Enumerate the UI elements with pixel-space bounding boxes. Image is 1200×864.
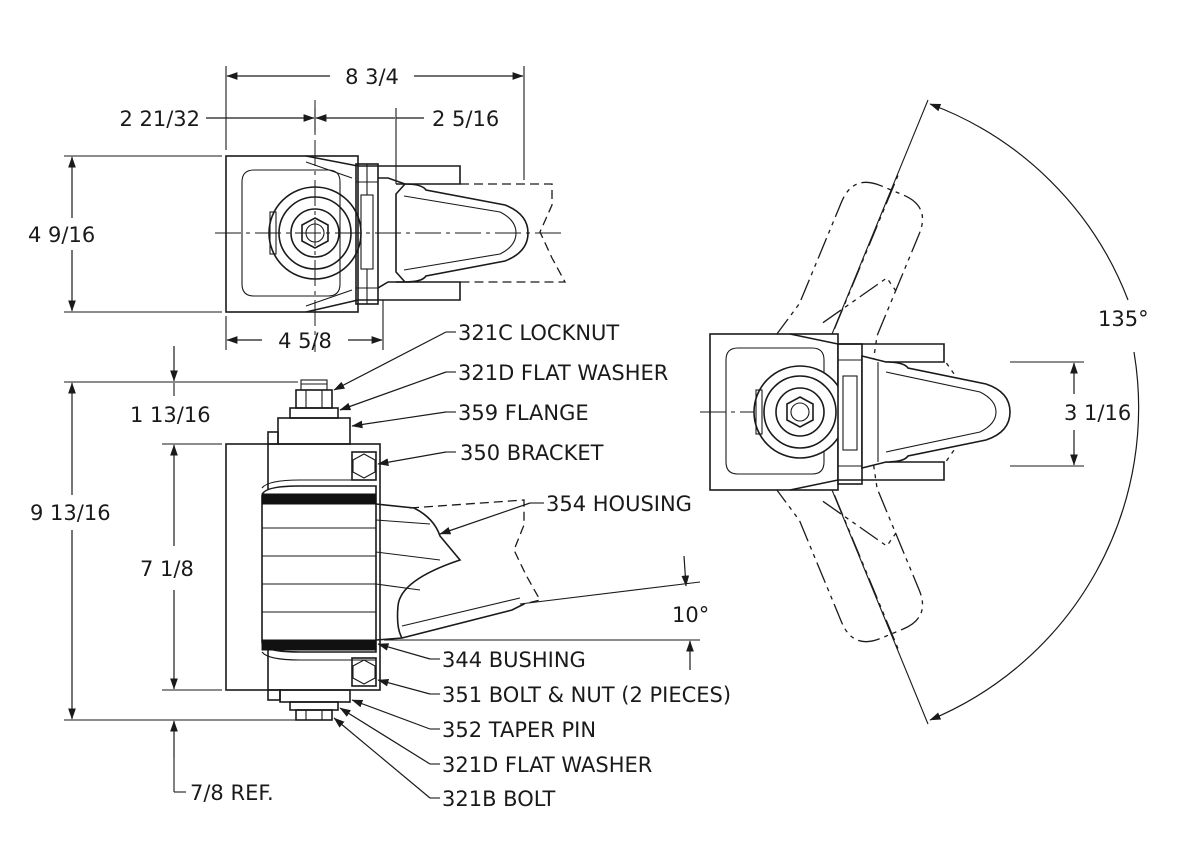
- callout-bolt: 321B BOLT: [442, 787, 556, 811]
- bracket-height-label: 7 1/8: [140, 557, 194, 581]
- callout-housing: 354 HOUSING: [546, 492, 692, 516]
- total-height-label: 9 13/16: [30, 501, 111, 525]
- top-view-dimensions: 8 3/4 2 21/32 2 5/16 4 9/16 4 5/8: [28, 65, 525, 353]
- flange-height-label: 1 13/16: [130, 403, 211, 427]
- callout-bolt-nut: 351 BOLT & NUT (2 PIECES): [442, 683, 731, 707]
- callout-bracket: 350 BRACKET: [460, 441, 604, 465]
- left-offset-label: 2 21/32: [119, 107, 200, 131]
- swing-view-dimensions: 3 1/16: [1010, 361, 1131, 467]
- part-callouts: 321C LOCKNUT 321D FLAT WASHER 359 FLANGE…: [333, 321, 731, 811]
- callout-bushing: 344 BUSHING: [442, 648, 586, 672]
- callout-locknut: 321C LOCKNUT: [458, 321, 619, 345]
- top-height-label: 4 9/16: [28, 223, 95, 247]
- callout-taper-pin: 352 TAPER PIN: [442, 718, 596, 742]
- top-view: [215, 100, 567, 352]
- callout-flange: 359 FLANGE: [458, 401, 589, 425]
- swing-angle-label: 135°: [1098, 307, 1149, 331]
- right-offset-label: 2 5/16: [432, 107, 499, 131]
- overall-width-label: 8 3/4: [345, 65, 399, 89]
- swing-view: 135°: [700, 99, 1149, 725]
- side-view: [225, 379, 701, 721]
- bottom-ref-label: 7/8 REF.: [190, 781, 274, 805]
- base-width-label: 4 5/8: [278, 329, 332, 353]
- side-view-dimensions: 9 13/16 1 13/16 7 1/8 7/8 REF. 10°: [30, 346, 709, 805]
- callout-flat-washer-bottom: 321D FLAT WASHER: [442, 753, 652, 777]
- swing-height-label: 3 1/16: [1064, 401, 1131, 425]
- callout-flat-washer-top: 321D FLAT WASHER: [458, 361, 668, 385]
- tilt-angle-label: 10°: [672, 603, 709, 627]
